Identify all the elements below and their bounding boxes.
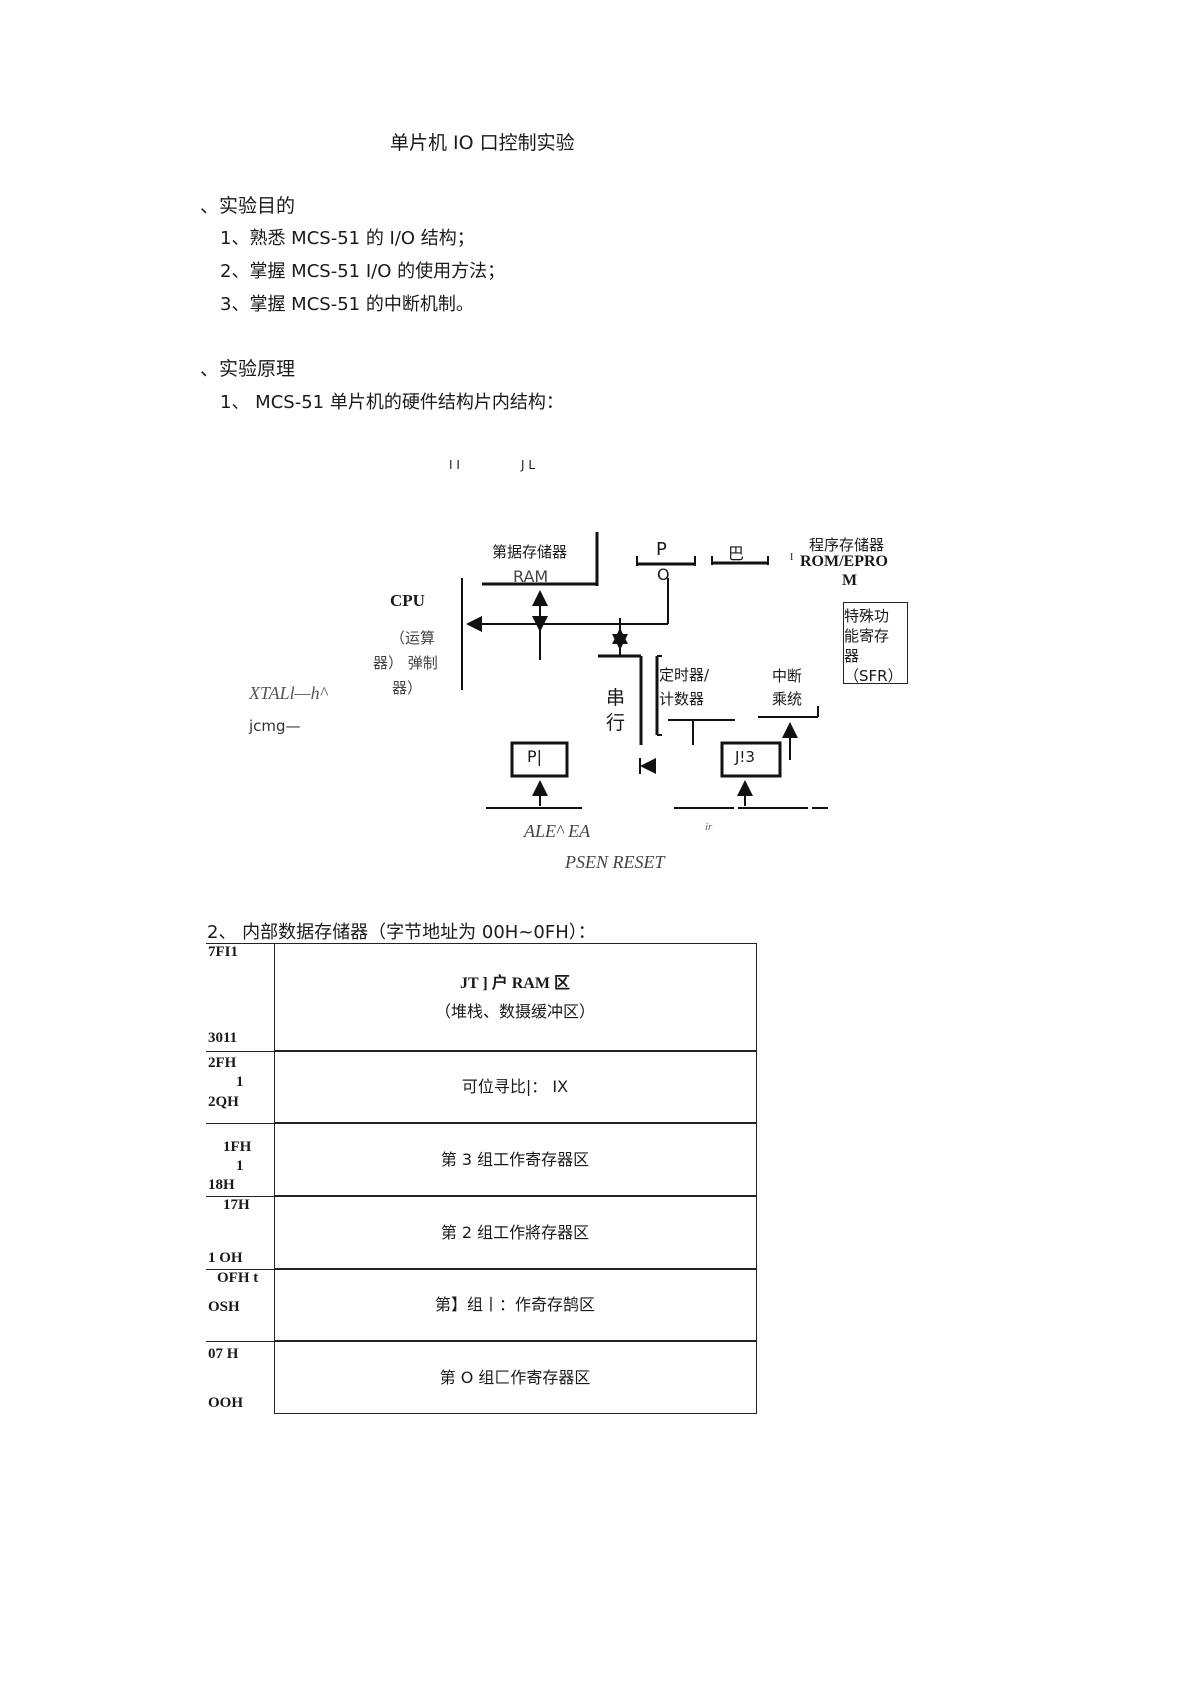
sfr-line-1: 特殊功	[844, 607, 890, 625]
cell-main: JT ] 户 RAM 区	[460, 974, 570, 992]
jcmg-label: jcmg—	[249, 717, 301, 735]
table-cell: 第 O 组匚作寄存器区	[274, 1341, 757, 1414]
addr-bottom: 3011	[208, 1030, 238, 1046]
label-top-jl: J L	[521, 458, 536, 472]
table-cell: 第 2 组工作將存器区	[274, 1196, 757, 1269]
ale-ea-label: ALE^ EA	[524, 821, 591, 841]
cpu-sub-3: 器）	[392, 679, 423, 697]
table-row-divider	[206, 943, 274, 944]
cell-main: 第 3 组工作寄存器区	[440, 1149, 590, 1169]
table-row-divider	[206, 1341, 274, 1342]
purpose-item-1: 1、熟悉 MCS-51 的 I/O 结构；	[220, 228, 475, 249]
port-p3-box: J!3	[735, 748, 755, 766]
cell-main: 第 2 组工作將存器区	[440, 1222, 590, 1242]
cpu-label: CPU	[390, 591, 425, 610]
serial-label-1: 串	[606, 687, 626, 709]
table-row-divider	[206, 1196, 274, 1197]
addr-bottom: 2QH	[208, 1094, 239, 1110]
rom-label: 程序存储器	[809, 536, 885, 554]
cpu-sub-1: （运算	[390, 629, 436, 647]
serial-label-2: 行	[606, 712, 626, 734]
interrupt-label-2: 乘统	[772, 690, 803, 708]
rom-label-m: M	[842, 572, 858, 589]
interrupt-label-1: 中断	[772, 667, 803, 685]
sfr-box: 特殊功 能寄存 器 （SFR）	[843, 602, 908, 685]
addr-bottom: OOH	[208, 1395, 244, 1411]
purpose-item-3: 3、掌握 MCS-51 的中断机制。	[220, 294, 474, 315]
addr-bottom: 1 OH	[208, 1250, 243, 1266]
ir-label: ir	[705, 821, 713, 833]
table-row: 17H 1 OH 第 2 组工作將存器区	[206, 1196, 757, 1269]
rom-bar: I	[790, 552, 794, 563]
addr-top: OFH t	[217, 1270, 259, 1286]
table-cell: 可位寻比|： IX	[274, 1051, 757, 1123]
table-row: 07 H OOH 第 O 组匚作寄存器区	[206, 1341, 757, 1414]
table-row: 2FH 1 2QH 可位寻比|： IX	[206, 1051, 757, 1123]
section-heading-principle: 、实验原理	[200, 358, 296, 380]
table-row: 1FH 1 18H 第 3 组工作寄存器区	[206, 1123, 757, 1196]
purpose-item-2: 2、掌握 MCS-51 I/O 的使用方法；	[220, 261, 506, 282]
table-row-divider	[206, 1123, 274, 1124]
table-row: 7FI1 3011 JT ] 户 RAM 区 （堆栈、数摄缓冲区）	[206, 943, 757, 1051]
cell-sub: （堆栈、数摄缓冲区）	[434, 1001, 595, 1021]
table-cell: 第 3 组工作寄存器区	[274, 1123, 757, 1196]
addr-mid: 1	[236, 1158, 244, 1174]
table-row-divider	[206, 1269, 274, 1270]
xtal-label: XTALl—h^	[249, 683, 328, 703]
cell-main: 第 O 组匚作寄存器区	[439, 1367, 591, 1387]
psen-reset-label: PSEN RESET	[565, 852, 665, 872]
timer-label-2: 计数器	[659, 690, 705, 708]
addr-top: 07 H	[208, 1346, 239, 1362]
addr-bottom: 18H	[208, 1177, 235, 1193]
addr-top: 2FH	[208, 1055, 237, 1071]
addr-mid: 1	[236, 1074, 244, 1090]
timer-label-1: 定时器/	[659, 666, 710, 684]
addr-bottom: OSH	[208, 1299, 240, 1315]
addr-top: 17H	[223, 1197, 250, 1213]
table-row: OFH t OSH 第】组丨：作奇存鹄区	[206, 1269, 757, 1341]
cpu-sub-2: 器） 弹制	[373, 654, 438, 672]
sfr-line-3: 器	[844, 647, 860, 665]
port-p2-label: 巴	[728, 544, 745, 563]
sfr-line-4: （SFR）	[844, 667, 903, 685]
internal-ram-table: 7FI1 3011 JT ] 户 RAM 区 （堆栈、数摄缓冲区） 2FH 1 …	[206, 943, 757, 1414]
rom-label-en: ROM/EPRO	[800, 553, 888, 570]
cell-main: 可位寻比|： IX	[461, 1077, 569, 1096]
port-p0-o: O	[657, 565, 670, 584]
addr-top: 7FI1	[208, 944, 238, 960]
table-cell: 第】组丨：作奇存鹄区	[274, 1269, 757, 1341]
page-title: 单片机 IO 口控制实验	[390, 132, 575, 154]
addr-top: 1FH	[223, 1139, 252, 1155]
port-p0-letter: P	[656, 539, 667, 560]
table-row-divider	[206, 1051, 274, 1052]
port-p1-box: P|	[527, 747, 543, 766]
table-addr-divider	[274, 943, 275, 1414]
ram-label-en: RAM	[513, 567, 549, 586]
ram-label: 第据存储器	[492, 543, 568, 561]
label-top-ii: I I	[449, 458, 460, 472]
principle-item-1: 1、 MCS-51 单片机的硬件结构片内结构：	[220, 392, 564, 413]
sfr-line-2: 能寄存	[844, 627, 890, 645]
table-cell: JT ] 户 RAM 区 （堆栈、数摄缓冲区）	[274, 943, 757, 1051]
section-heading-purpose: 、实验目的	[200, 195, 296, 217]
principle-item-2: 2、 内部数据存储器（字节地址为 00H~0FH）：	[207, 922, 596, 943]
cell-main: 第】组丨：作奇存鹄区	[434, 1295, 595, 1314]
